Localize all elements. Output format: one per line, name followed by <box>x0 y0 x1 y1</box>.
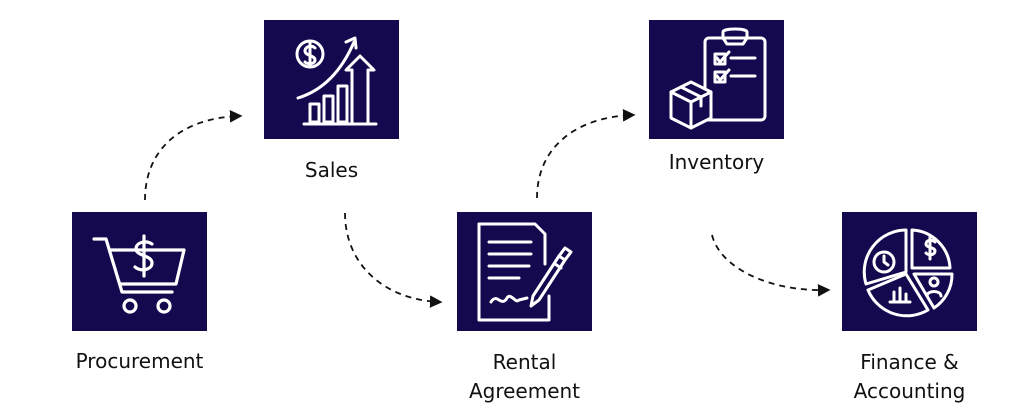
rental-agreement-label: Rental Agreement <box>457 348 592 406</box>
arrow-inventory-to-finance <box>711 234 831 297</box>
sales-icon-box <box>264 20 399 139</box>
inventory-icon-box <box>649 20 784 139</box>
sales-label: Sales <box>304 158 359 182</box>
arrow-procurement-to-sales <box>144 110 243 201</box>
rental-agreement-label-line2: Agreement <box>468 379 581 403</box>
finance-accounting-label-line2: Accounting <box>853 379 966 403</box>
procurement-icon-box <box>72 212 207 331</box>
finance-pie-chart-icon <box>862 228 954 318</box>
finance-accounting-label: Finance & Accounting <box>842 348 977 406</box>
procurement-label: Procurement <box>75 349 204 373</box>
shopping-cart-dollar-icon <box>92 234 186 314</box>
finance-accounting-icon-box <box>842 212 977 331</box>
arrow-rental-to-inventory <box>536 109 636 199</box>
signed-contract-icon <box>477 222 573 322</box>
sales-growth-chart-icon <box>295 36 378 126</box>
rental-agreement-label-line1: Rental <box>492 350 557 374</box>
clipboard-box-icon <box>669 27 767 130</box>
arrow-sales-to-rental <box>344 212 443 308</box>
finance-accounting-label-line1: Finance & <box>860 350 959 374</box>
inventory-label: Inventory <box>668 150 765 174</box>
rental-agreement-icon-box <box>457 212 592 331</box>
